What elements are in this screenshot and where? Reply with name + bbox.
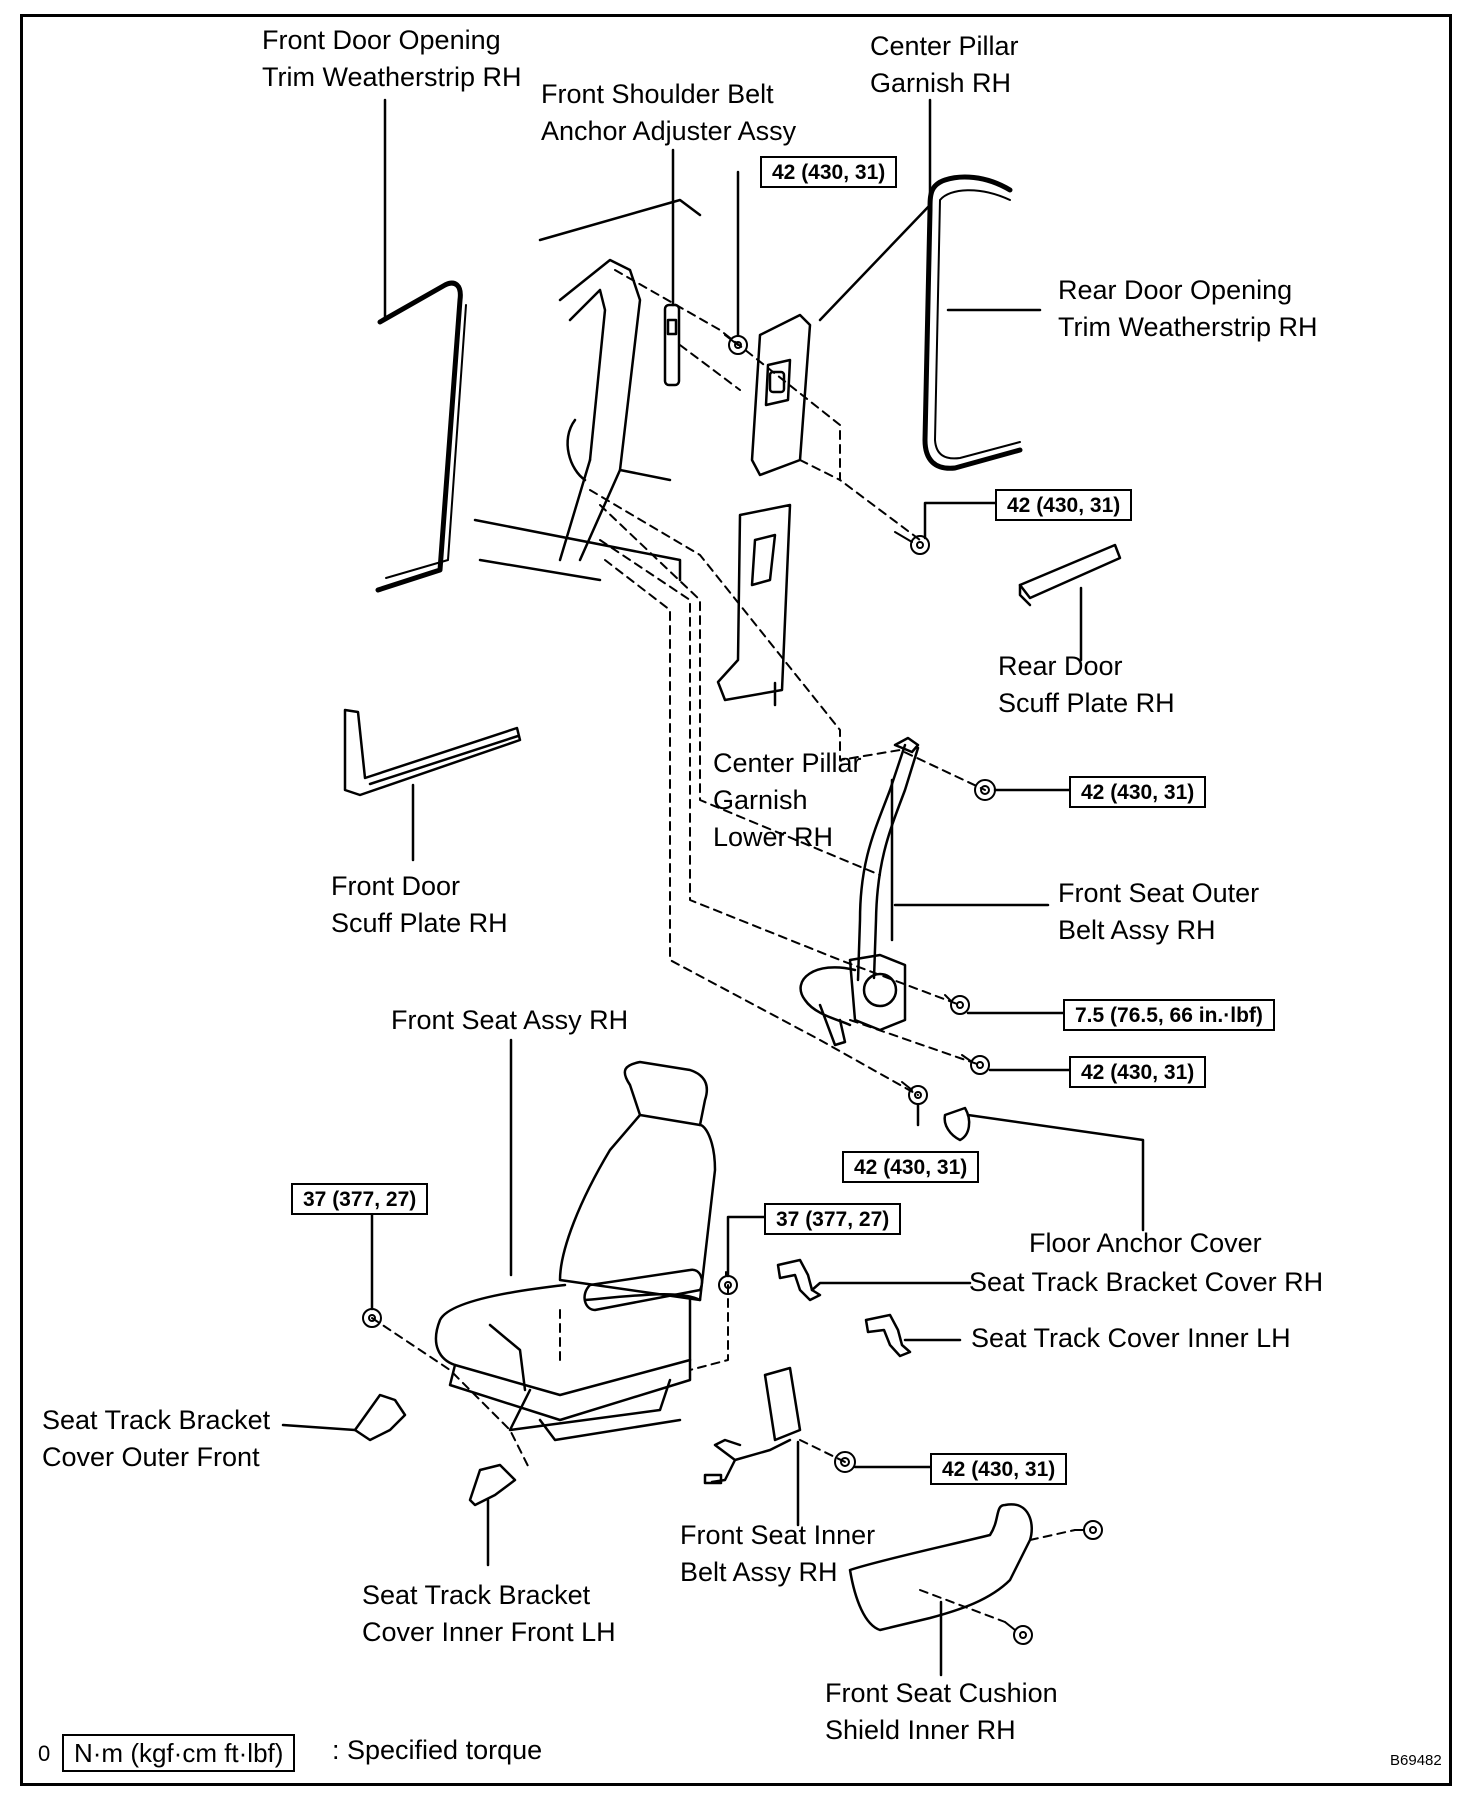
torque-seat-front-bolt: 37 (377, 27) bbox=[764, 1203, 902, 1235]
seat-track-bracket-cover-inner-front-lh bbox=[468, 1463, 517, 1507]
body-side-panel bbox=[473, 198, 702, 582]
figure-id: B69482 bbox=[1390, 1752, 1442, 1769]
torque-inner-belt-bolt: 42 (430, 31) bbox=[930, 1453, 1068, 1485]
seat-track-cover-inner-lh bbox=[864, 1313, 912, 1358]
torque-seat-rear-bolt: 37 (377, 27) bbox=[291, 1183, 429, 1215]
bolts bbox=[362, 334, 1103, 1645]
rear-door-scuff-plate bbox=[1018, 543, 1122, 607]
label-seat-track-bracket-cover-rh: Seat Track Bracket Cover RH bbox=[969, 1267, 1324, 1297]
diagram-frame bbox=[20, 14, 1452, 1786]
torque-upper-anchor: 42 (430, 31) bbox=[1069, 776, 1207, 808]
front-seat bbox=[434, 1060, 717, 1442]
rear-door-weatherstrip bbox=[922, 174, 1023, 471]
front-door-scuff-plate bbox=[343, 708, 522, 797]
legend-unit-box: N·m (kgf·cm ft·lbf) bbox=[62, 1734, 296, 1772]
seat-track-bracket-cover-outer-front bbox=[353, 1393, 407, 1442]
label-floor-anchor-cover: Floor Anchor Cover bbox=[1029, 1228, 1262, 1258]
front-seat-cushion-shield bbox=[848, 1503, 1033, 1632]
front-seat-outer-belt bbox=[799, 736, 920, 1047]
label-seat-track-cover-inner-lh: Seat Track Cover Inner LH bbox=[971, 1323, 1291, 1353]
seat-track-bracket-cover-rh bbox=[776, 1258, 822, 1302]
torque-adjuster-bolt: 42 (430, 31) bbox=[760, 156, 898, 188]
legend-text: : Specified torque bbox=[332, 1735, 543, 1765]
assembly-lines bbox=[371, 269, 1076, 1623]
torque-retractor-bolt: 42 (430, 31) bbox=[1069, 1056, 1207, 1088]
leader-lines bbox=[281, 98, 1145, 1677]
center-pillar-garnish-lower bbox=[716, 503, 792, 702]
legend-prefix: 0 bbox=[38, 1741, 51, 1766]
torque-pillar-bolt: 42 (430, 31) bbox=[995, 489, 1133, 521]
torque-floor-anchor: 42 (430, 31) bbox=[842, 1151, 980, 1183]
torque-retractor-small: 7.5 (76.5, 66 in.·lbf) bbox=[1063, 999, 1275, 1031]
front-door-weatherstrip bbox=[375, 280, 463, 593]
floor-anchor-cover bbox=[943, 1106, 971, 1142]
shoulder-belt-adjuster bbox=[663, 303, 681, 387]
label-front-seat-assy: Front Seat Assy RH bbox=[391, 1005, 629, 1035]
front-seat-inner-belt bbox=[703, 1366, 802, 1485]
